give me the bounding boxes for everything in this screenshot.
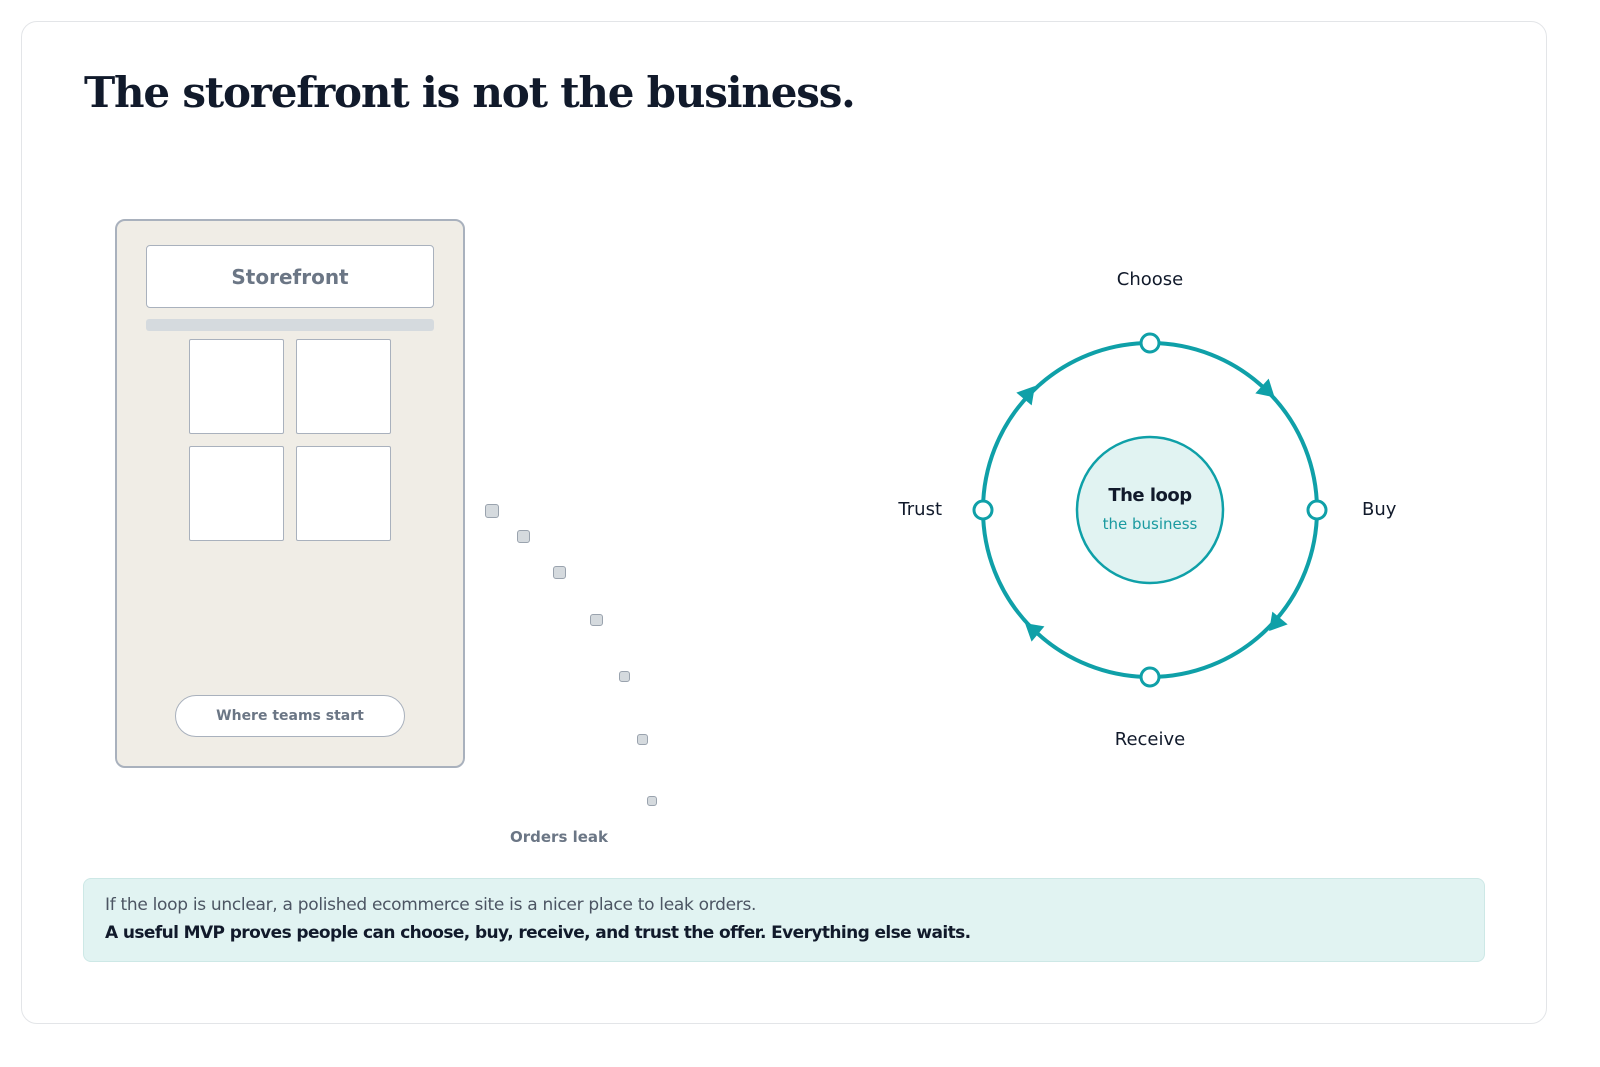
orders-leak-label: Orders leak (509, 828, 609, 846)
leaking-order (637, 734, 648, 745)
storefront-search-bar (146, 319, 434, 331)
product-tile (296, 446, 391, 541)
stage-node-choose (1139, 332, 1161, 354)
callout-box (83, 878, 1485, 962)
storefront-panel (115, 219, 465, 768)
product-tile (189, 446, 284, 541)
leaking-order (485, 504, 499, 518)
loop-center-subtitle: the business (1102, 515, 1198, 533)
stage-label-receive: Receive (1114, 729, 1186, 750)
stage-label-choose: Choose (1116, 269, 1184, 290)
product-tile (189, 339, 284, 434)
flow-arrow-icon (1269, 611, 1288, 632)
product-tile (296, 339, 391, 434)
leaking-order (517, 530, 530, 543)
flow-arrow-icon (1016, 385, 1035, 406)
leaking-order (590, 614, 603, 626)
stage-label-trust: Trust (898, 499, 942, 520)
callout-text: If the loop is unclear, a polished ecomm… (105, 895, 757, 915)
stage-label-buy: Buy (1362, 499, 1397, 520)
loop-center-title: The loop (1108, 485, 1192, 506)
leaking-order (647, 796, 657, 806)
leaking-order (619, 671, 630, 682)
leaking-order (553, 566, 566, 579)
storefront-header: Storefront (146, 245, 434, 308)
stage-node-trust (972, 499, 994, 521)
flow-arrow-icon (1255, 378, 1275, 398)
stage-node-buy (1306, 499, 1328, 521)
loop-center-circle (1075, 435, 1225, 585)
flow-arrow-icon (1024, 623, 1045, 642)
callout-emphasis-text: A useful MVP proves people can choose, b… (105, 923, 971, 943)
where-teams-start-pill: Where teams start (175, 695, 405, 737)
stage-node-receive (1139, 666, 1161, 688)
slide-title: The storefront is not the business. (84, 68, 856, 117)
